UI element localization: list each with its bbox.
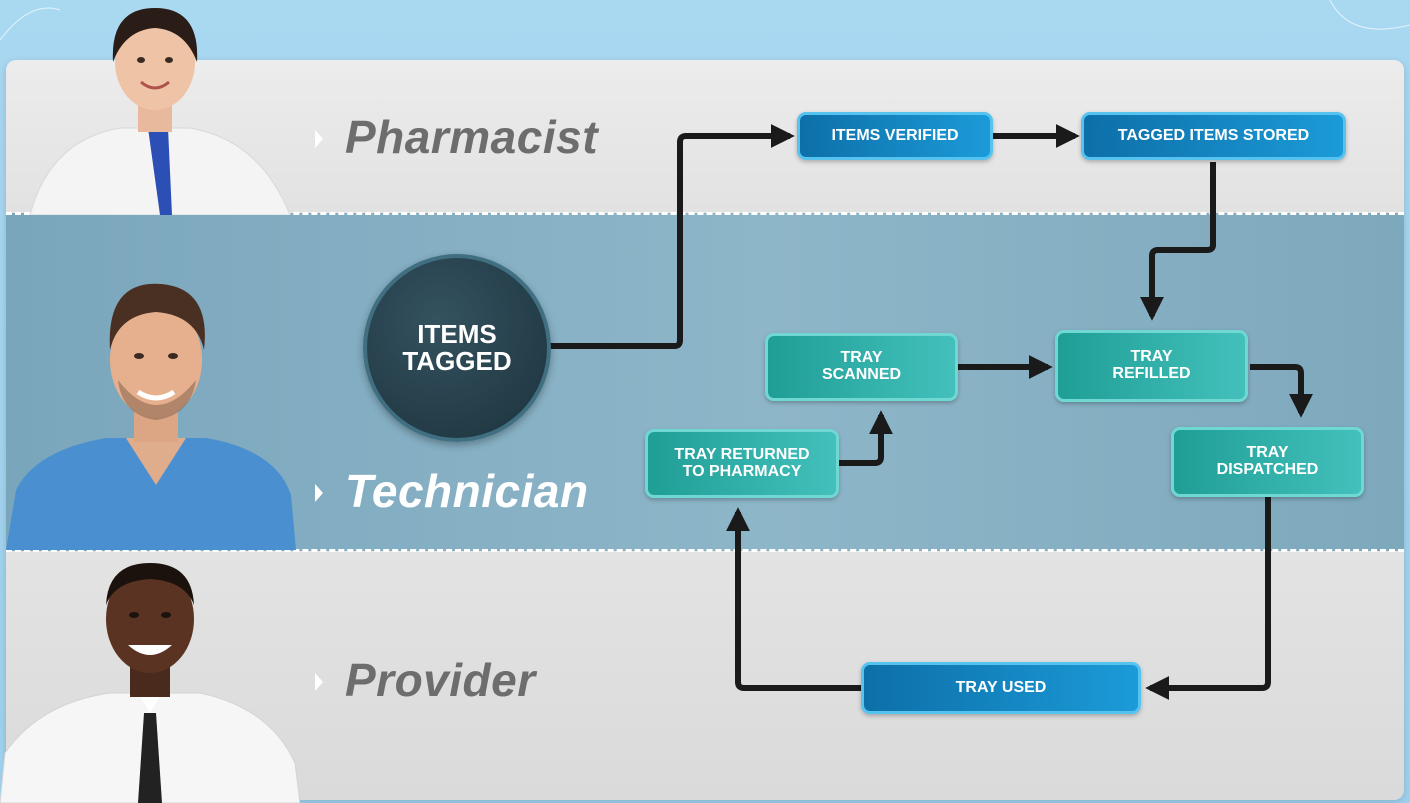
- node-items-verified-label: ITEMS VERIFIED: [831, 126, 959, 144]
- node-tagged-items-stored-label: TAGGED ITEMS STORED: [1117, 126, 1310, 144]
- node-tray-returned-label: TRAY RETURNED TO PHARMACY: [674, 445, 810, 480]
- node-items-verified: ITEMS VERIFIED: [797, 112, 993, 160]
- node-items-tagged: ITEMS TAGGED: [363, 254, 551, 442]
- edge-tagged-to-verified: [550, 124, 795, 349]
- background-decoration: [0, 0, 1410, 41]
- node-tray-dispatched: TRAY DISPATCHED: [1171, 427, 1364, 497]
- node-tray-returned: TRAY RETURNED TO PHARMACY: [645, 429, 839, 498]
- node-tray-scanned: TRAY SCANNED: [765, 333, 958, 401]
- role-pharmacist-label: Pharmacist: [345, 111, 599, 163]
- node-tray-refilled-label: TRAY REFILLED: [1112, 348, 1191, 382]
- node-items-tagged-label: ITEMS TAGGED: [402, 318, 512, 376]
- node-tray-scanned-label: TRAY SCANNED: [821, 349, 902, 383]
- edge-dispatched-to-used: [1145, 497, 1271, 700]
- node-tagged-items-stored: TAGGED ITEMS STORED: [1081, 112, 1346, 160]
- lane-divider: [6, 549, 1404, 552]
- technician-avatar: [6, 283, 296, 550]
- provider-avatar: [0, 563, 300, 803]
- pharmacist-avatar: [29, 8, 291, 215]
- node-tray-used: TRAY USED: [861, 662, 1141, 714]
- node-tray-refilled: TRAY REFILLED: [1055, 330, 1248, 402]
- edge-refilled-to-dispatched: [1250, 364, 1313, 418]
- role-marker-icon: [315, 484, 323, 502]
- role-provider-label: Provider: [345, 654, 536, 706]
- node-tray-used-label: TRAY USED: [955, 678, 1047, 696]
- edge-stored-to-refilled: [1140, 162, 1216, 321]
- lane-divider: [6, 212, 1404, 215]
- role-marker-icon: [315, 673, 323, 691]
- edge-used-to-returned: [726, 507, 861, 691]
- role-marker-icon: [315, 130, 323, 148]
- role-technician-label: Technician: [345, 465, 589, 517]
- node-tray-dispatched-label: TRAY DISPATCHED: [1216, 444, 1319, 478]
- edge-returned-to-scanned: [839, 410, 893, 466]
